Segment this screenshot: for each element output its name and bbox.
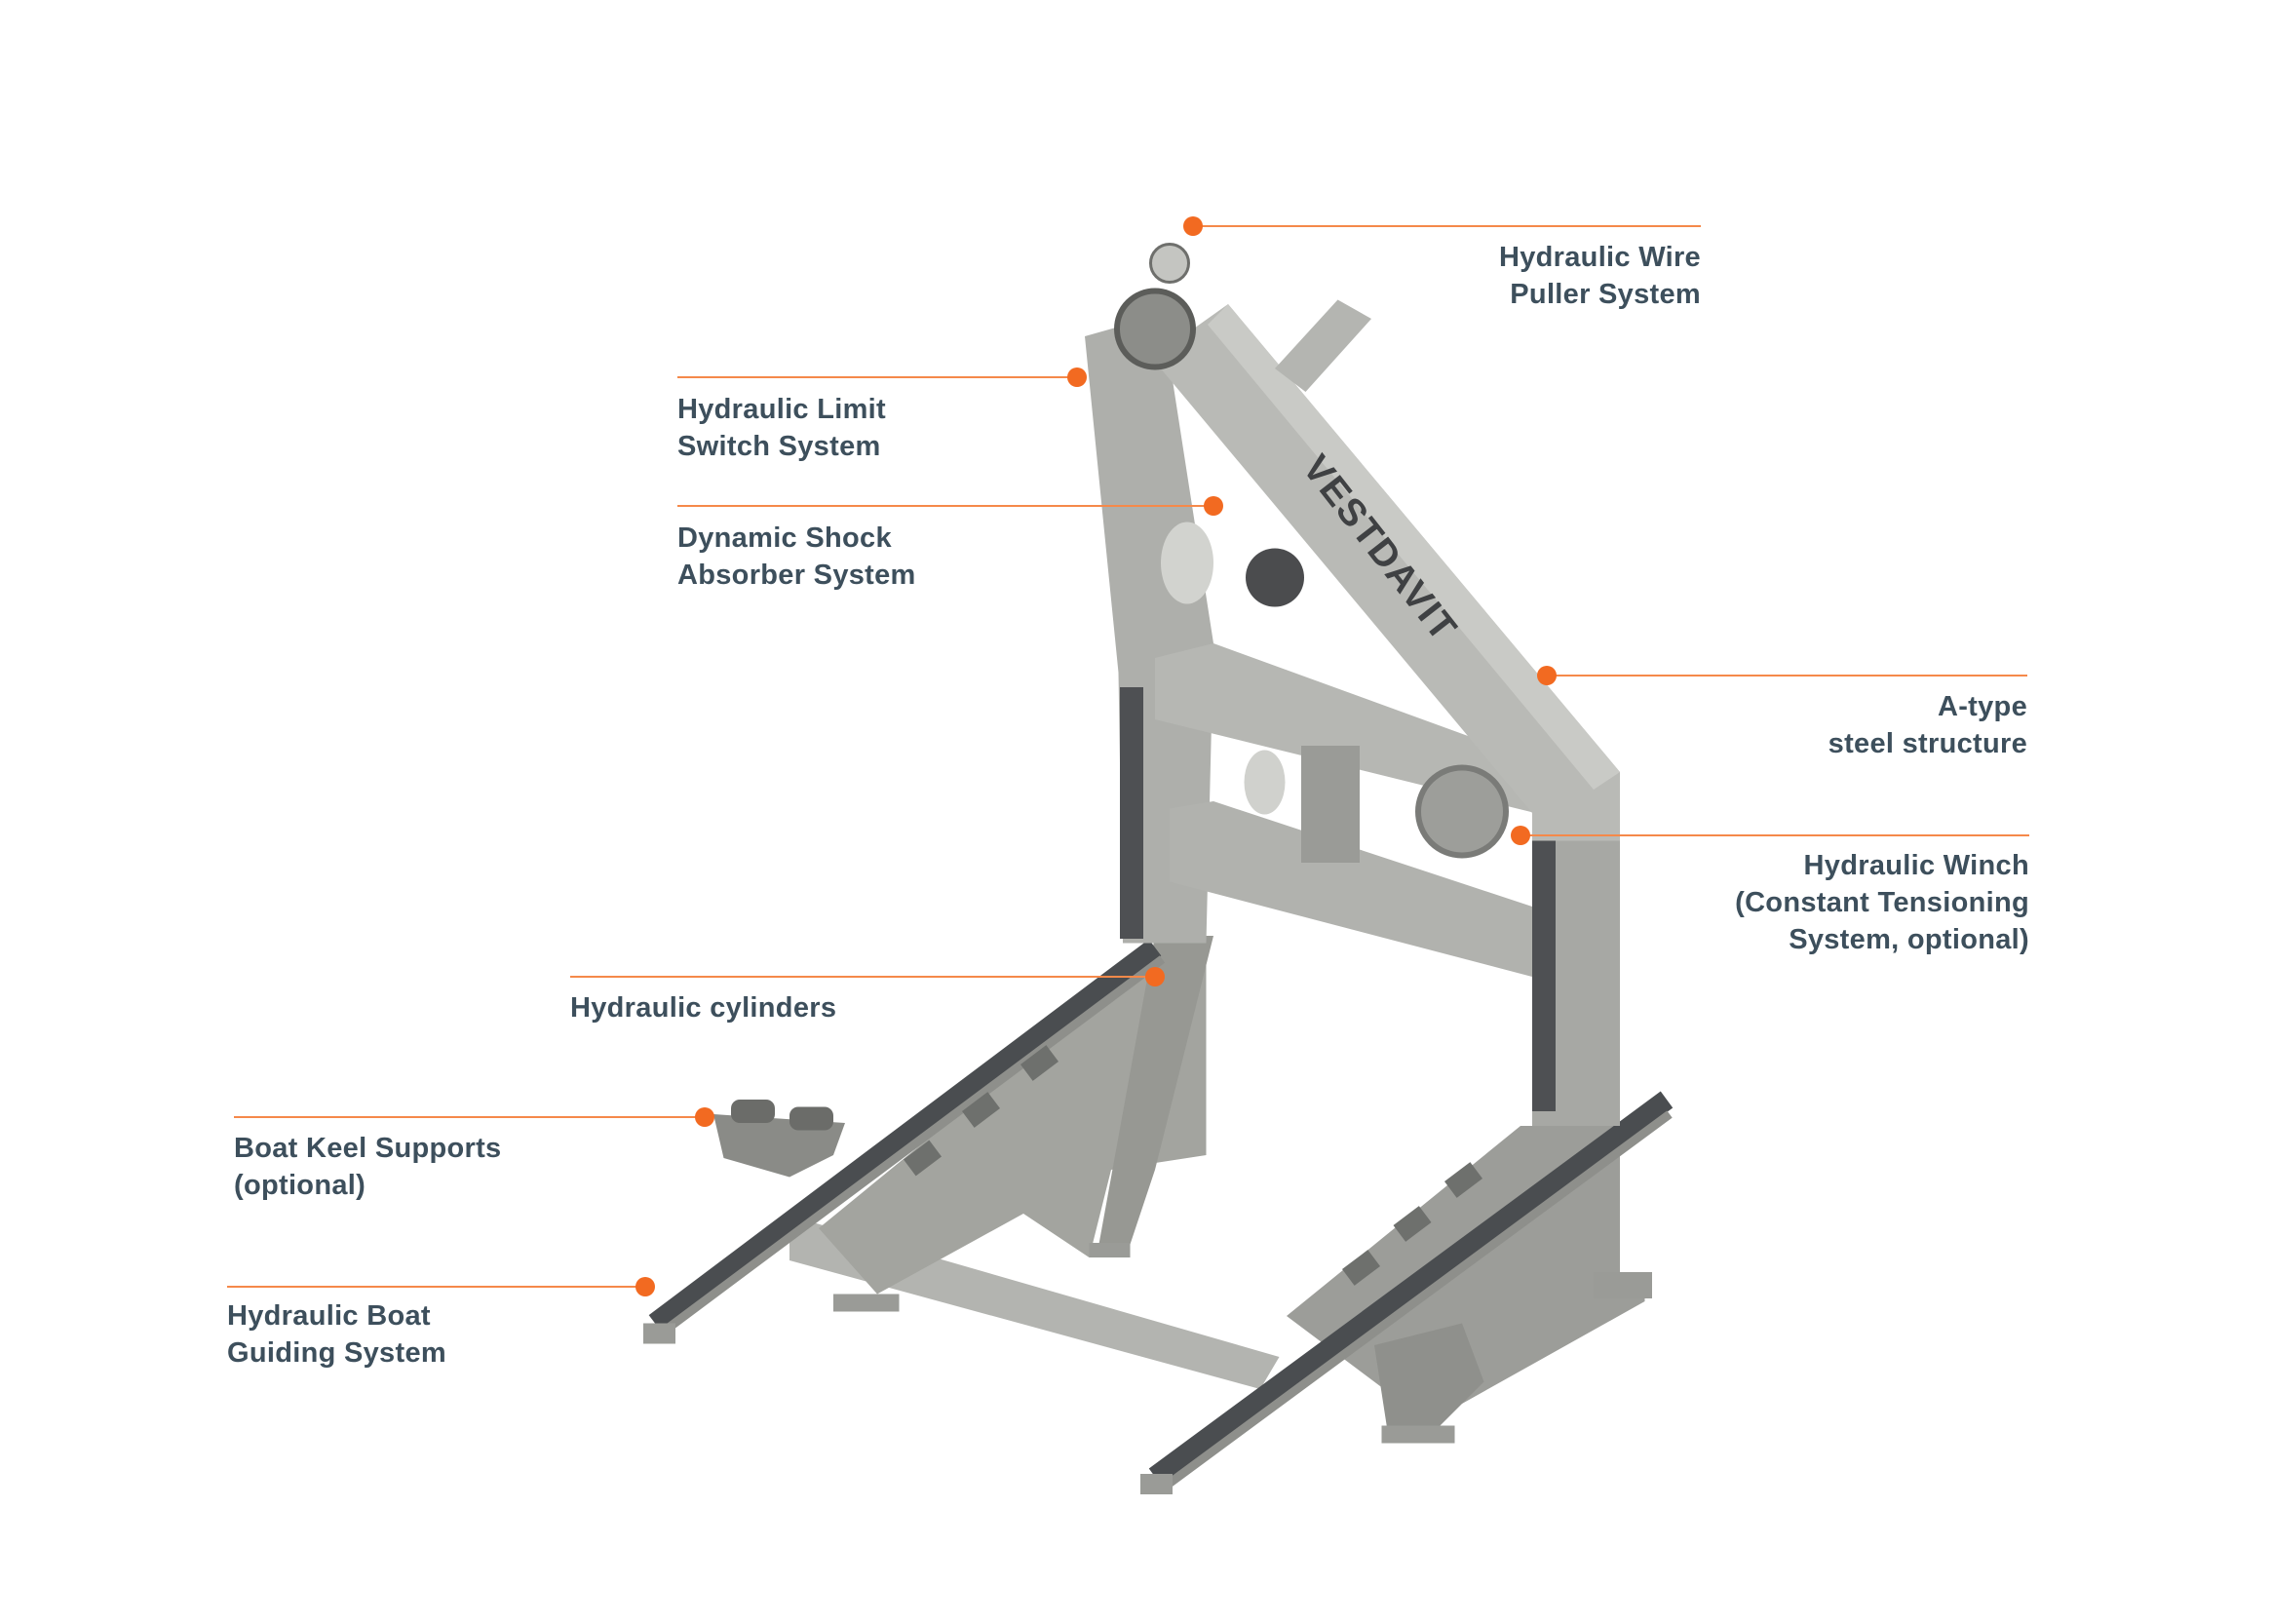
label-line: Hydraulic Wire [1498, 242, 1701, 273]
right-support-foot [1374, 1323, 1484, 1441]
label-limit-switch: Hydraulic Limit Switch System [677, 391, 886, 465]
shock-absorber [1161, 522, 1213, 604]
winch-drum [1415, 764, 1509, 859]
left-guide-rail [648, 939, 1162, 1332]
label-line: Hydraulic Winch [1803, 850, 2029, 881]
wire-puller-wheel [1149, 243, 1190, 284]
callout-dot-cylinders [1145, 967, 1165, 986]
sheave [1114, 288, 1196, 370]
label-cylinders: Hydraulic cylinders [570, 989, 836, 1026]
label-keel-supports: Boat Keel Supports (optional) [234, 1130, 502, 1204]
left-lower-frame [819, 965, 1207, 1295]
callout-dot-boat-guiding [635, 1277, 655, 1296]
left-support-leg [1097, 936, 1213, 1257]
label-line: System, optional) [1789, 924, 2029, 955]
label-line: (Constant Tensioning [1735, 887, 2029, 918]
label-line: Hydraulic Boat [227, 1300, 431, 1332]
hook-block [1246, 548, 1304, 607]
diagonal-beam [1152, 304, 1620, 841]
right-guide-rail [1148, 1091, 1674, 1486]
middle-crossbeam [1170, 801, 1532, 977]
label-line: Hydraulic Limit [677, 394, 886, 425]
label-line: Switch System [677, 431, 881, 462]
label-line: Dynamic Shock [677, 522, 892, 554]
callout-dot-limit-switch [1067, 367, 1087, 387]
callout-dot-shock-absorber [1204, 496, 1223, 516]
callout-dot-a-type [1537, 666, 1557, 685]
callout-dot-wire-puller [1183, 216, 1203, 236]
feet [643, 1243, 1652, 1494]
label-a-type: A-type steel structure [1828, 688, 2027, 762]
label-line: Absorber System [677, 560, 916, 591]
callout-dot-keel-supports [695, 1107, 714, 1127]
label-line: Hydraulic cylinders [570, 992, 837, 1024]
rail-rollers [904, 1045, 1482, 1286]
label-winch: Hydraulic Winch (Constant Tensioning Sys… [1735, 847, 2029, 958]
label-line: Guiding System [227, 1337, 446, 1369]
label-wire-puller: Hydraulic Wire Puller System [1499, 239, 1701, 313]
label-line: (optional) [234, 1170, 366, 1201]
callout-dot-winch [1511, 826, 1530, 845]
left-column [1085, 314, 1213, 944]
label-line: Puller System [1510, 279, 1701, 310]
label-shock-absorber: Dynamic Shock Absorber System [677, 520, 916, 594]
hydraulic-cylinder [1275, 299, 1371, 392]
label-boat-guiding: Hydraulic Boat Guiding System [227, 1297, 446, 1372]
label-line: A-type [1937, 691, 2027, 722]
label-line: Boat Keel Supports [234, 1133, 502, 1164]
label-line: steel structure [1828, 728, 2027, 759]
leader-lines [227, 225, 2029, 1288]
